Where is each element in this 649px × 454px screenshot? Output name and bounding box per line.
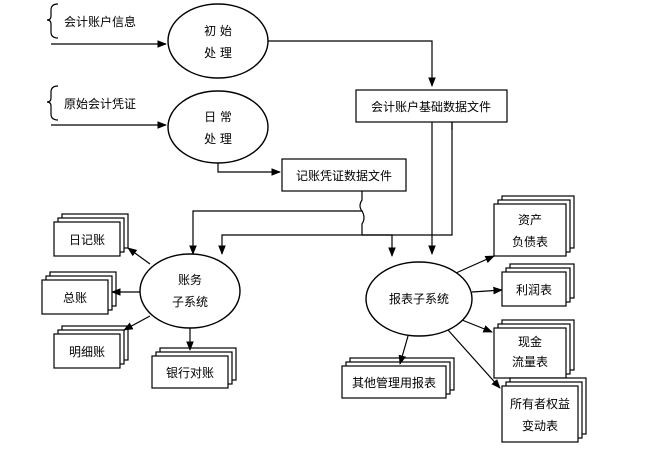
process-initial: 初 始 处 理 <box>167 3 269 79</box>
arrow-voucher-to-report <box>362 234 396 257</box>
doc-general-label: 总账 <box>63 291 87 305</box>
doc-cash-line2: 流量表 <box>512 355 548 369</box>
doc-income-statement: 利润表 <box>501 263 575 307</box>
doc-journal-label: 日记账 <box>69 233 105 247</box>
file-voucher-data-label: 记账凭证数据文件 <box>296 168 392 183</box>
input-original-voucher-label: 原始会计凭证 <box>64 96 136 111</box>
process-report-label: 报表子系统 <box>389 291 449 306</box>
input-account-info-label: 会计账户信息 <box>64 14 136 29</box>
doc-page-front <box>493 327 567 379</box>
doc-equity-changes: 所有者权益 变动表 <box>501 377 587 443</box>
doc-cash-flow: 现金 流量表 <box>493 319 575 379</box>
process-initial-line2: 处 理 <box>204 46 232 60</box>
process-ellipse <box>167 90 269 164</box>
doc-equity-line2: 变动表 <box>522 418 558 433</box>
doc-balance-line1: 资产 <box>518 213 542 227</box>
process-initial-line1: 初 始 <box>204 24 232 38</box>
process-report: 报表子系统 <box>365 261 473 337</box>
doc-page-front <box>41 279 109 315</box>
doc-other-label: 其他管理用报表 <box>352 375 436 390</box>
doc-balance-line2: 负债表 <box>512 235 548 249</box>
arrow-ledger-to-journal <box>127 247 151 265</box>
process-ledger: 账务 子系统 <box>139 253 241 329</box>
process-ellipse <box>139 253 241 329</box>
doc-detail-label: 明细账 <box>69 345 105 359</box>
arrow-daily-to-voucher-file <box>217 163 281 176</box>
input-bracket <box>46 85 59 121</box>
process-ledger-line1: 账务 <box>178 272 202 287</box>
doc-income-label: 利润表 <box>516 283 552 297</box>
doc-other-reports: 其他管理用报表 <box>341 357 455 399</box>
process-daily-line2: 处 理 <box>204 132 232 146</box>
arrow-voucher-to-ledger <box>189 191 364 255</box>
input-account-info: 会计账户信息 <box>46 3 136 39</box>
file-account-basic: 会计账户基础数据文件 <box>355 89 508 123</box>
process-daily-line1: 日 常 <box>204 110 232 124</box>
process-ellipse <box>365 261 473 337</box>
process-daily: 日 常 处 理 <box>167 90 269 164</box>
doc-detail-ledger: 明细账 <box>53 325 129 369</box>
doc-page-front <box>53 333 121 369</box>
arrow-report-to-cash <box>461 319 493 333</box>
file-box <box>355 89 508 123</box>
arrow-report-to-equity <box>447 329 501 389</box>
arrow-report-to-balance <box>455 255 495 274</box>
doc-bank-reconciliation: 银行对账 <box>151 347 237 389</box>
arrow-basic-to-ledger <box>218 210 365 255</box>
doc-equity-line1: 所有者权益 <box>510 397 570 411</box>
doc-page-front <box>341 365 447 399</box>
doc-journal: 日记账 <box>53 213 129 257</box>
arrow-ledger-to-detail <box>123 315 151 331</box>
doc-bank-label: 银行对账 <box>166 366 214 380</box>
arrow-report-to-other <box>398 335 409 365</box>
doc-page-front <box>501 271 567 307</box>
process-ellipse <box>167 3 269 79</box>
input-bracket <box>46 3 59 39</box>
arrow-initial-to-basic-file <box>268 40 436 87</box>
process-ledger-line2: 子系统 <box>172 295 208 309</box>
file-box <box>281 158 407 192</box>
arrow-report-to-income <box>471 286 503 295</box>
file-account-basic-label: 会计账户基础数据文件 <box>371 99 491 114</box>
doc-page-front <box>493 203 567 257</box>
input-original-voucher: 原始会计凭证 <box>46 85 136 121</box>
doc-cash-line1: 现金 <box>518 334 542 349</box>
doc-page-front <box>151 355 229 389</box>
file-voucher-data: 记账凭证数据文件 <box>281 158 407 192</box>
doc-page-front <box>53 221 121 257</box>
doc-general-ledger: 总账 <box>41 271 117 315</box>
doc-page-front <box>501 385 579 443</box>
doc-balance-sheet: 资产 负债表 <box>493 195 575 257</box>
